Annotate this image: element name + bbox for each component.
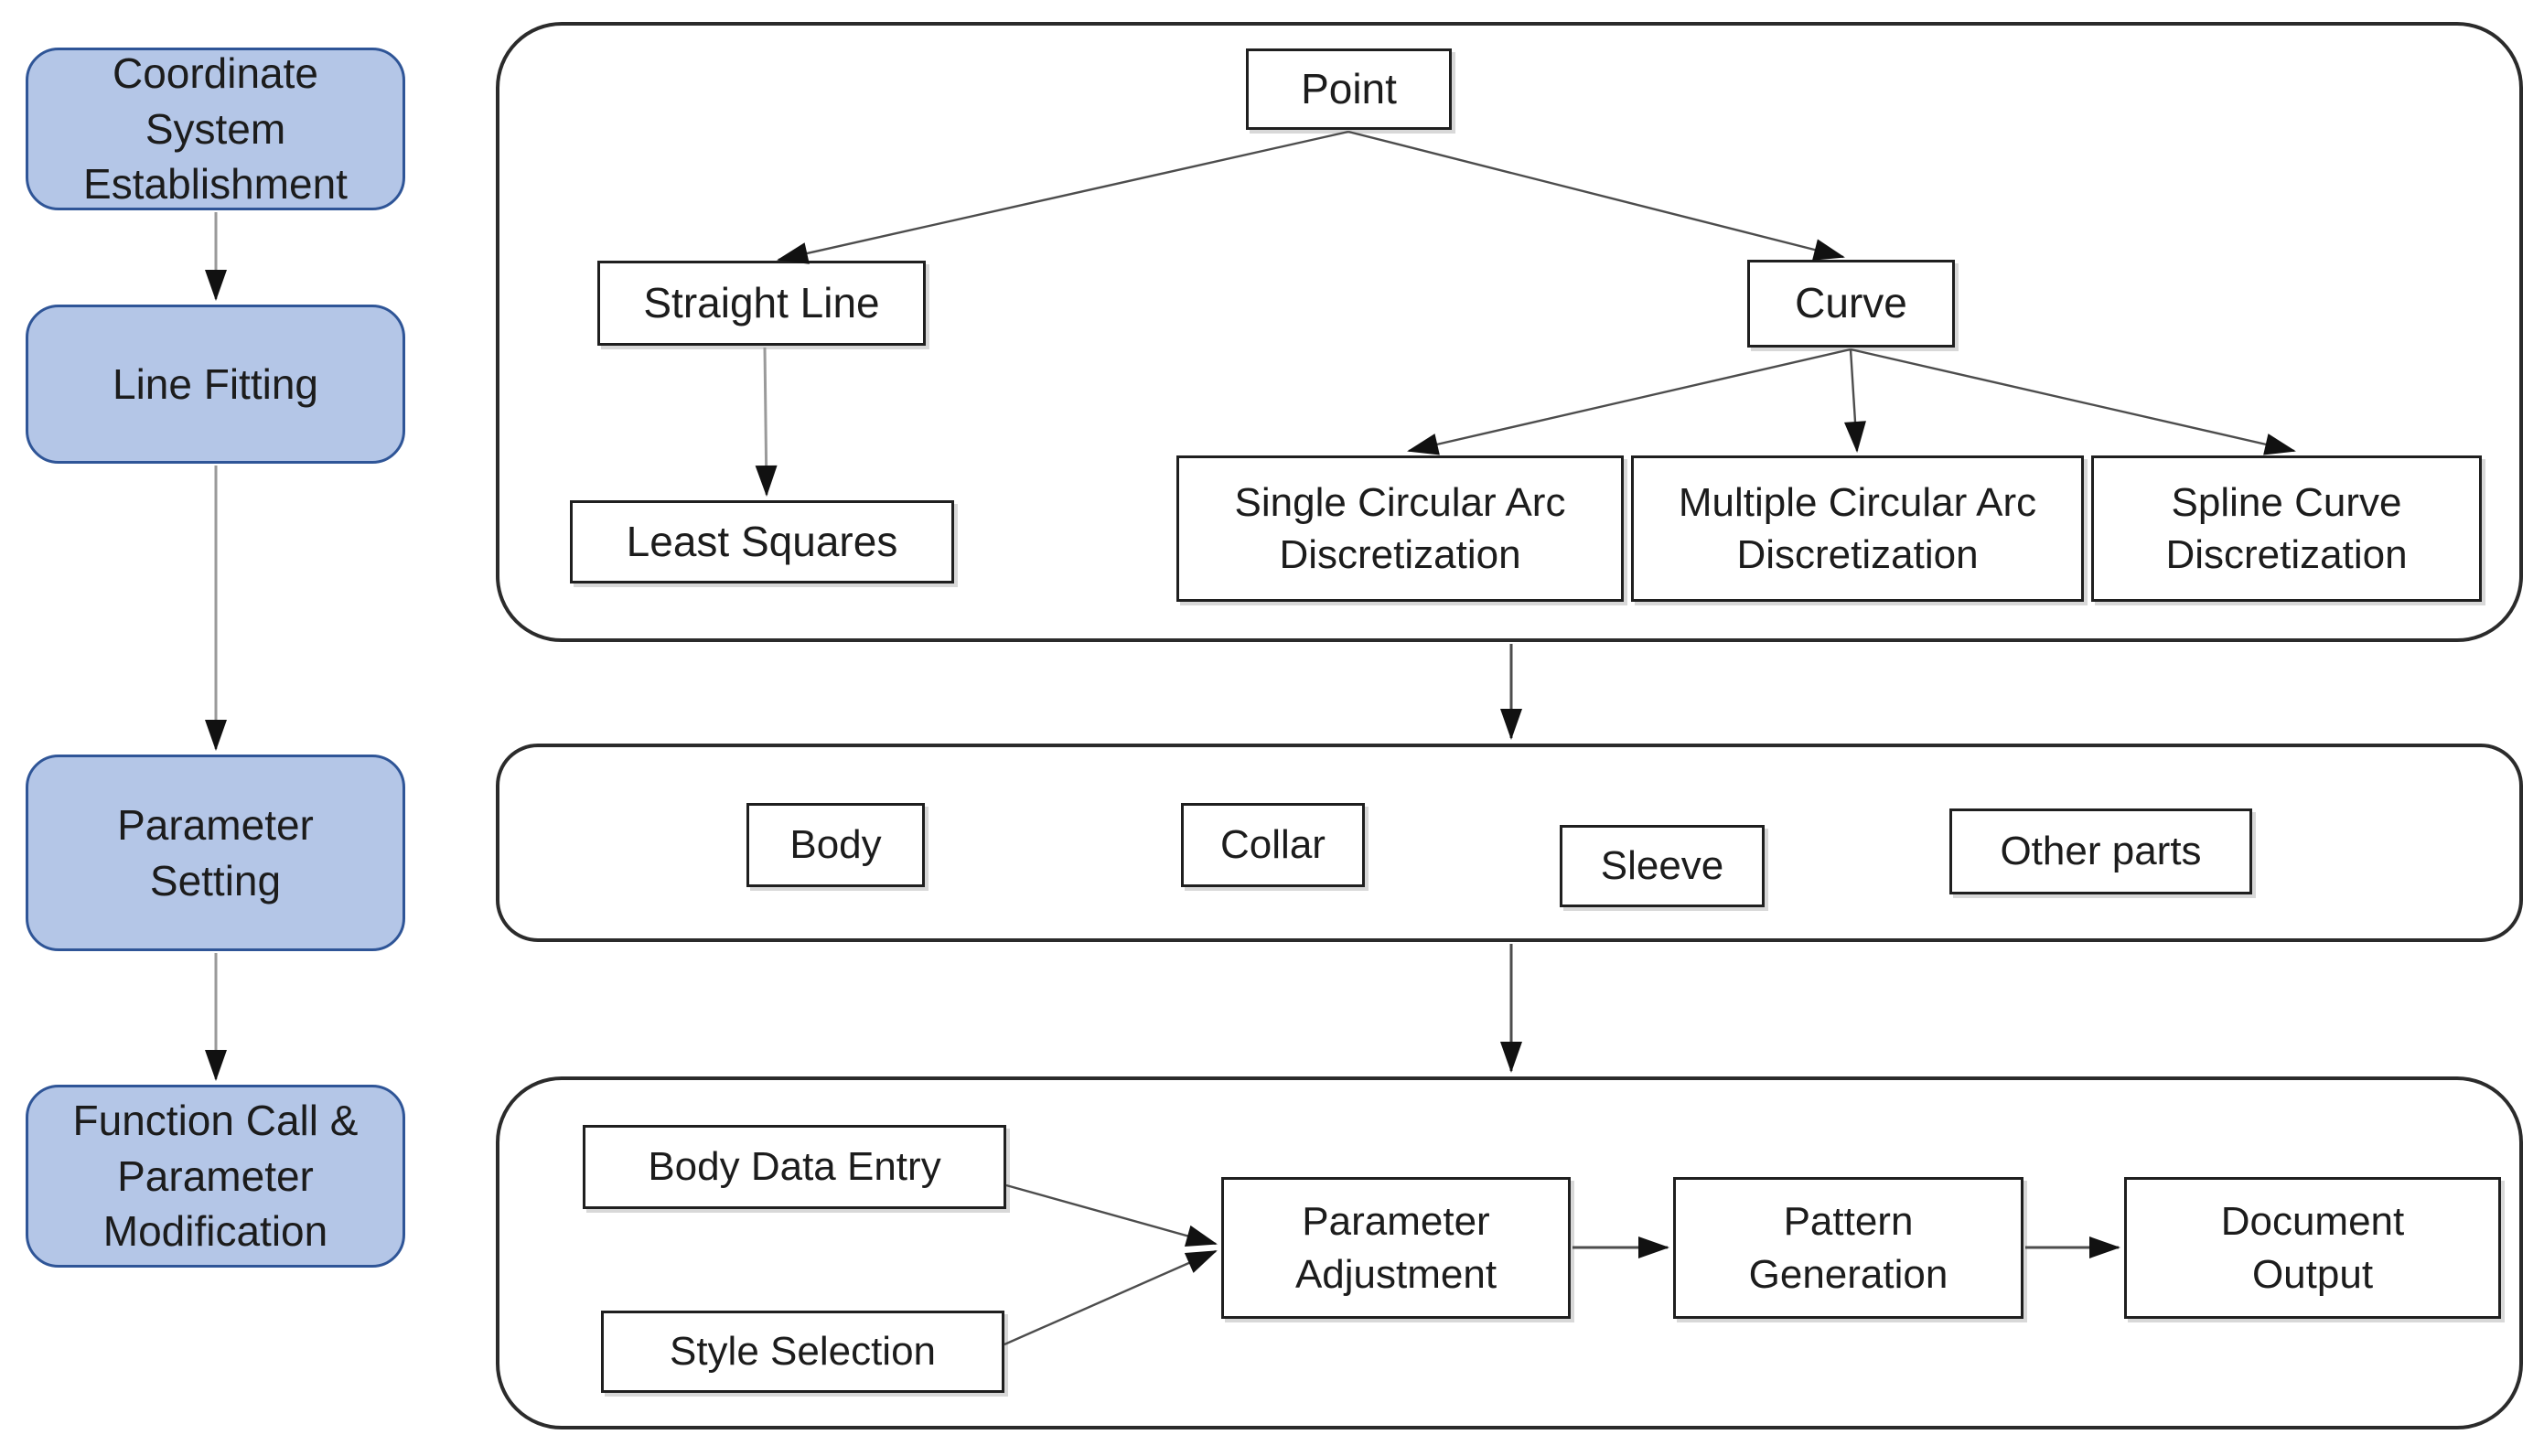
node-label: Sleeve: [1600, 843, 1724, 889]
node-label: Straight Line: [643, 278, 880, 327]
stage-line-fitting: Line Fitting: [26, 305, 405, 464]
node-pattern-generation: Pattern Generation: [1673, 1177, 2023, 1319]
node-label: Least Squares: [626, 517, 898, 565]
stage-label: Parameter Setting: [117, 800, 314, 905]
stage-label: Function Call & Parameter Modification: [72, 1096, 359, 1256]
node-other-parts: Other parts: [1949, 808, 2252, 894]
node-label: Pattern Generation: [1748, 1199, 1948, 1297]
node-label: Point: [1301, 64, 1397, 112]
stage-coordinate-system-establishment: Coordinate System Establishment: [26, 48, 405, 210]
node-label: Parameter Adjustment: [1294, 1199, 1497, 1297]
stage-label: Line Fitting: [112, 359, 318, 408]
node-label: Style Selection: [669, 1329, 937, 1375]
node-label: Multiple Circular Arc Discretization: [1678, 479, 2037, 577]
node-label: Body Data Entry: [648, 1144, 941, 1190]
node-least-squares: Least Squares: [570, 500, 954, 583]
node-body-data-entry: Body Data Entry: [583, 1125, 1006, 1209]
node-curve: Curve: [1747, 260, 1955, 348]
node-sleeve: Sleeve: [1560, 825, 1765, 907]
stage-label: Coordinate System Establishment: [83, 48, 348, 209]
node-body: Body: [746, 803, 925, 887]
node-label: Other parts: [2000, 829, 2202, 874]
node-label: Collar: [1220, 822, 1326, 868]
node-single-circular-arc-discretization: Single Circular Arc Discretization: [1176, 455, 1624, 602]
node-document-output: Document Output: [2124, 1177, 2501, 1319]
node-straight-line: Straight Line: [597, 261, 926, 346]
node-spline-curve-discretization: Spline Curve Discretization: [2091, 455, 2482, 602]
node-collar: Collar: [1181, 803, 1365, 887]
node-label: Spline Curve Discretization: [2165, 479, 2408, 577]
node-multiple-circular-arc-discretization: Multiple Circular Arc Discretization: [1631, 455, 2084, 602]
node-label: Single Circular Arc Discretization: [1234, 479, 1566, 577]
node-label: Body: [789, 822, 882, 868]
node-point: Point: [1246, 48, 1452, 130]
node-label: Document Output: [2220, 1199, 2405, 1297]
node-style-selection: Style Selection: [601, 1311, 1004, 1393]
node-parameter-adjustment: Parameter Adjustment: [1221, 1177, 1571, 1319]
node-label: Curve: [1795, 279, 1907, 327]
stage-function-call-parameter-modification: Function Call & Parameter Modification: [26, 1085, 405, 1268]
stage-parameter-setting: Parameter Setting: [26, 755, 405, 951]
